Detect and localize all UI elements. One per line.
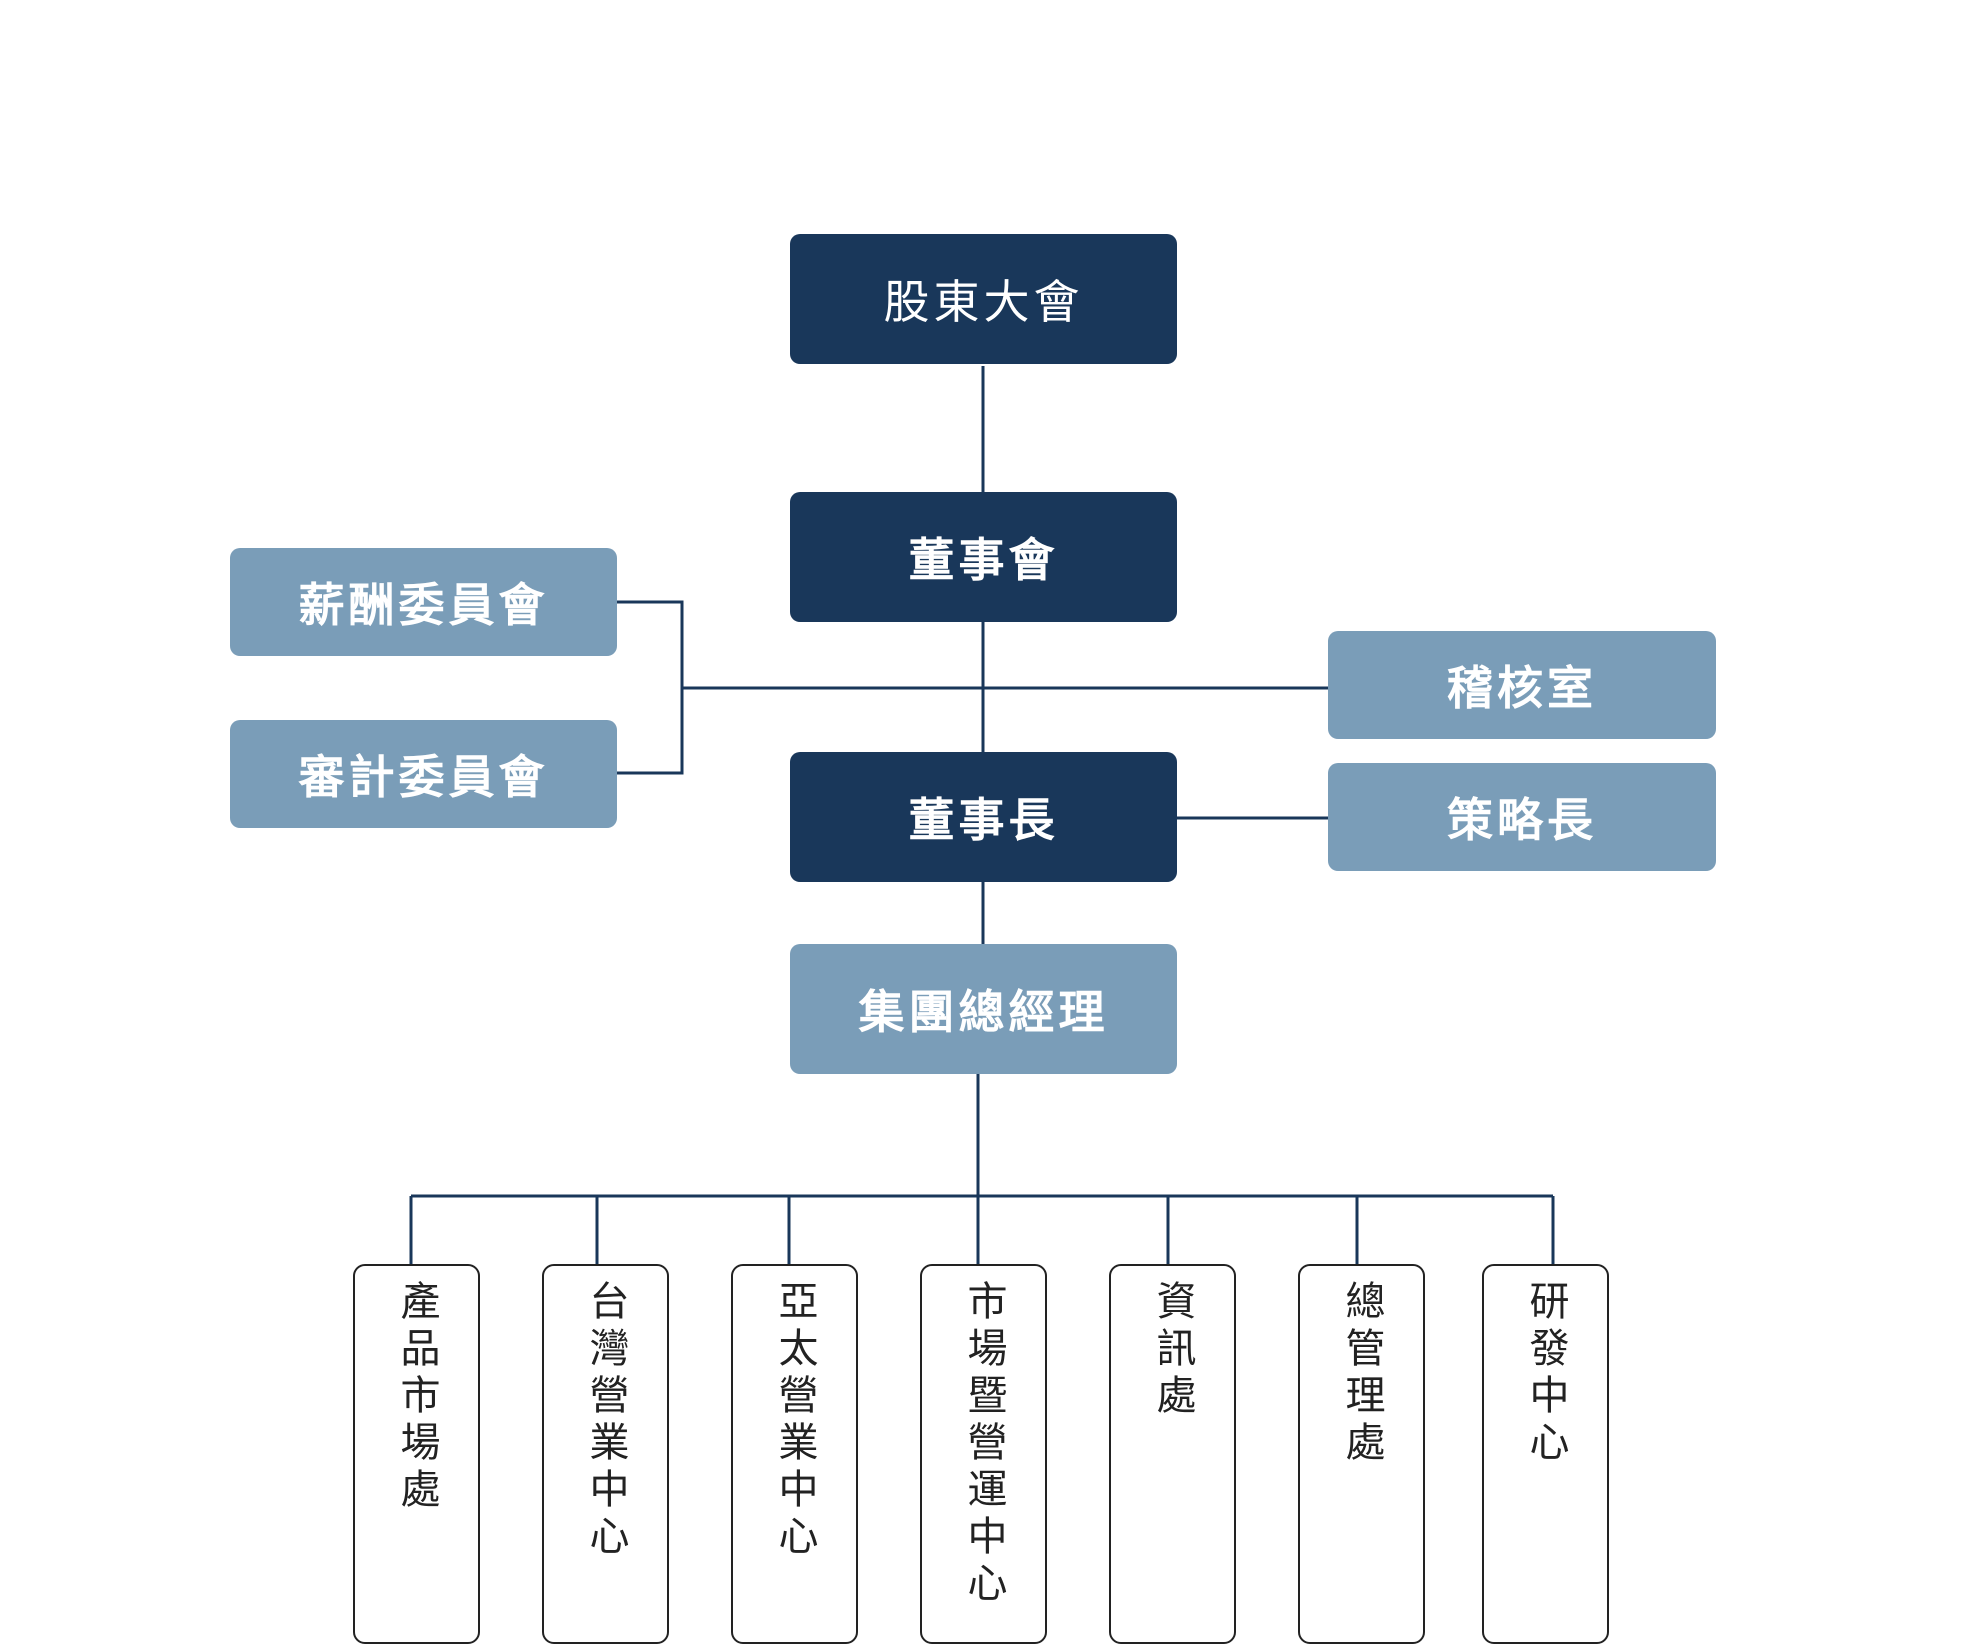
board-of-directors-label: 董事會 <box>908 533 1059 587</box>
group-general-manager-box: 集團總經理 <box>790 944 1177 1074</box>
group-general-manager-label: 集團總經理 <box>858 985 1109 1039</box>
strategy-officer-box: 策略長 <box>1328 763 1716 871</box>
department-label: 台灣營業中心 <box>582 1280 629 1562</box>
audit-office-box: 稽核室 <box>1328 631 1716 739</box>
department-box: 市場暨營運中心 <box>920 1264 1047 1644</box>
audit-office-label: 稽核室 <box>1447 661 1597 715</box>
department-label: 研發中心 <box>1522 1280 1569 1468</box>
audit-committee-label: 審計委員會 <box>298 750 549 804</box>
strategy-officer-label: 策略長 <box>1447 793 1597 847</box>
department-box: 亞太營業中心 <box>731 1264 858 1644</box>
compensation-committee-box: 薪酬委員會 <box>230 548 617 656</box>
department-box: 產品市場處 <box>353 1264 480 1644</box>
line-compensation-bracket <box>617 600 684 775</box>
audit-committee-box: 審計委員會 <box>230 720 617 828</box>
department-label: 產品市場處 <box>393 1280 440 1515</box>
department-box: 台灣營業中心 <box>542 1264 669 1644</box>
department-box: 研發中心 <box>1482 1264 1609 1644</box>
compensation-committee-label: 薪酬委員會 <box>298 578 549 632</box>
department-label: 資訊處 <box>1149 1280 1196 1421</box>
chairman-label: 董事長 <box>908 793 1059 847</box>
department-label: 亞太營業中心 <box>771 1280 818 1562</box>
department-label: 市場暨營運中心 <box>960 1280 1007 1609</box>
chairman-box: 董事長 <box>790 752 1177 882</box>
board-of-directors-box: 董事會 <box>790 492 1177 622</box>
department-box: 資訊處 <box>1109 1264 1236 1644</box>
shareholders-meeting-box: 股東大會 <box>790 234 1177 364</box>
shareholders-meeting-label: 股東大會 <box>883 275 1084 329</box>
department-label: 總管理處 <box>1338 1280 1385 1468</box>
department-box: 總管理處 <box>1298 1264 1425 1644</box>
